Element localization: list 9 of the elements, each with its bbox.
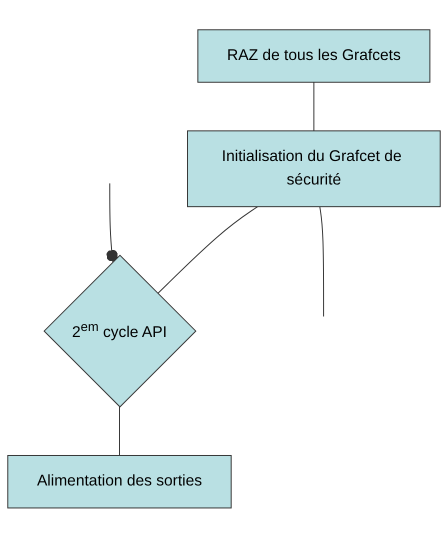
connector xyxy=(157,206,258,294)
connector xyxy=(119,406,120,456)
connector xyxy=(319,206,324,318)
node-diamond: 2$^{em}$ cycle API xyxy=(43,254,196,408)
node-box: RAZ de tous les Grafcets xyxy=(197,29,430,83)
node-box: Initialisation du Grafcet de sécurité xyxy=(187,130,441,208)
connector xyxy=(313,82,314,132)
connector xyxy=(106,182,118,263)
node-box: Alimentation des sorties xyxy=(7,455,232,509)
